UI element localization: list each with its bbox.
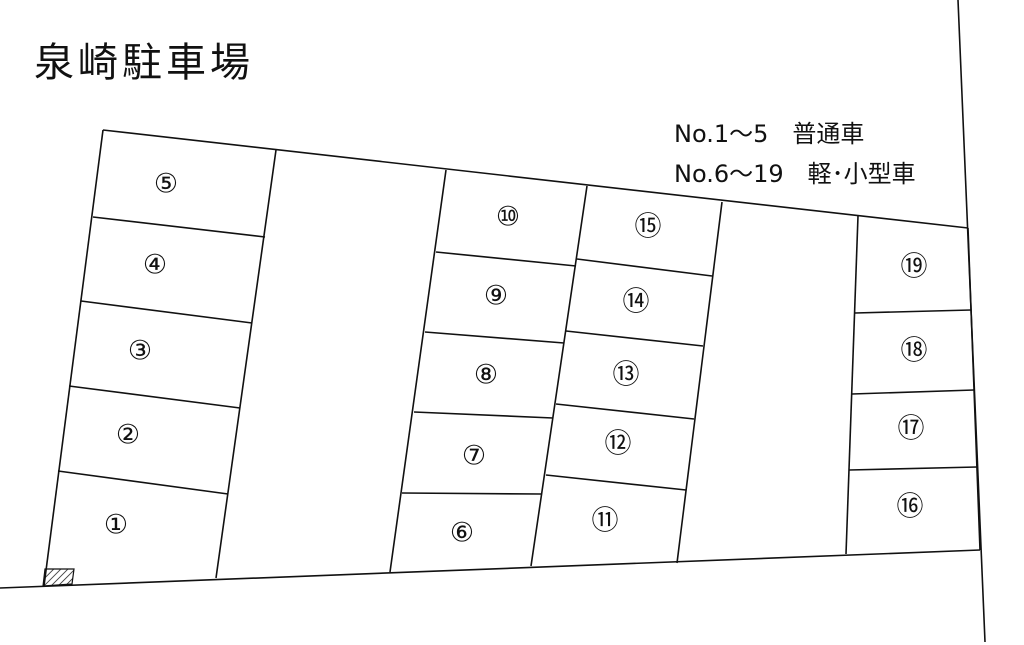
legend-compact-cars: No.6～19 軽･小型車	[674, 160, 916, 188]
stall-13: ⑬	[613, 360, 640, 391]
stall-18: ⑱	[901, 336, 928, 367]
stall-15: ⑮	[635, 212, 662, 243]
stall-2: ②	[116, 420, 140, 451]
stall-1: ①	[104, 510, 128, 541]
stall-3: ③	[128, 336, 152, 367]
map-title: 泉崎駐車場	[34, 40, 254, 86]
stall-12: ⑫	[605, 429, 632, 460]
stall-9: ⑨	[484, 281, 508, 312]
stall-16: ⑯	[897, 492, 924, 523]
hatched-marker	[42, 568, 75, 587]
stall-14: ⑭	[623, 287, 650, 318]
stall-19: ⑲	[901, 252, 928, 283]
stall-8: ⑧	[474, 360, 498, 391]
boundary-bottom	[0, 549, 981, 589]
stall-4: ④	[143, 250, 167, 281]
stall-7: ⑦	[462, 441, 486, 472]
lot-top-edge	[102, 129, 969, 229]
lot-right-edge	[967, 227, 981, 551]
stall-11: ⑪	[592, 506, 619, 537]
stall-17: ⑰	[898, 414, 925, 445]
stall-6: ⑥	[450, 518, 474, 549]
stall-10: ⑩	[496, 202, 520, 233]
stall-5: ⑤	[154, 169, 178, 200]
legend-standard-cars: No.1～5 普通車	[674, 120, 865, 148]
lot-left-edge	[43, 129, 104, 587]
